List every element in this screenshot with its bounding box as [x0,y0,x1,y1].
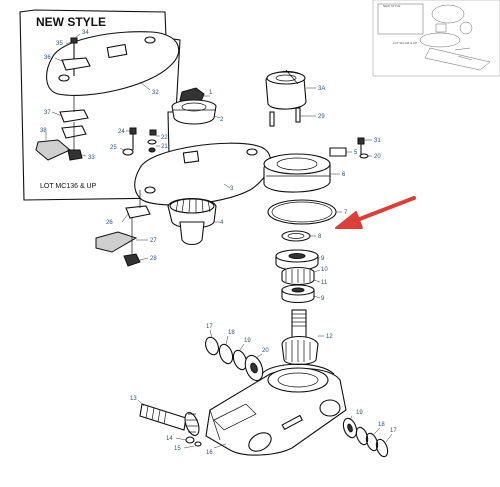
part-number: 12 [326,334,333,340]
part-number: 15 [174,446,181,452]
part-number: 8 [318,234,322,240]
part-number: 5 [354,150,358,156]
part-number: 3A [318,86,325,92]
part-number: 1 [209,90,213,96]
part-number: 9 [321,296,325,302]
part-number: 16 [206,450,213,456]
part-number: 17 [206,324,213,330]
svg-text:LOT MC136 & UP: LOT MC136 & UP [393,41,417,45]
part-number: 18 [228,330,235,336]
part-number: 13 [130,396,137,402]
part-number: 35 [56,41,63,47]
inset-title: NEW STYLE [36,15,106,29]
part-number: 24 [118,129,125,135]
part-number: 19 [244,338,251,344]
inset-lot-text: LOT MC136 & UP [40,183,97,190]
part-number: 20 [374,154,381,160]
part-number: 10 [321,267,328,273]
center-stack: 3A 29 31 5 20 6 7 8 9 10 11 9 12 [263,69,381,366]
part-number: 3 [230,186,234,192]
part-number: 36 [44,55,51,61]
thumbnail-preview[interactable]: LOT MC136 & UP NEW STYLE [372,0,500,77]
part-number: 27 [150,238,157,244]
part-number: 9 [321,256,325,262]
part-number: 22 [161,135,168,141]
part-number: 2 [220,117,224,123]
part-number: 11 [321,280,328,286]
part-number: 7 [344,210,348,216]
part-number: 29 [318,114,325,120]
upper-left-assembly: 1 2 24 22 21 25 3 26 4 27 28 [95,87,271,267]
part-number: 20 [262,348,269,354]
lower-gearbox: 17 18 19 20 13 14 15 16 19 18 17 [130,324,397,458]
new-style-inset: NEW STYLE LOT MC136 & UP 34 35 36 32 [19,9,181,201]
part-number: 6 [342,172,346,178]
part-number: 21 [161,144,168,150]
part-number: 38 [40,128,47,134]
part-number: 14 [166,436,173,442]
part-number: 32 [152,90,159,96]
part-number: 25 [110,145,117,151]
svg-text:NEW STYLE: NEW STYLE [383,4,400,8]
part-number: 4 [220,220,224,226]
part-number: 28 [150,256,157,262]
part-number: 31 [374,138,381,144]
part-number: 33 [88,155,95,161]
part-number: 18 [378,422,385,428]
part-number: 37 [44,110,51,116]
part-number: 19 [356,410,363,416]
part-number: 17 [390,428,397,434]
red-arrow-indicator [335,196,416,229]
part-number: 34 [82,30,89,36]
part-number: 26 [106,220,113,226]
